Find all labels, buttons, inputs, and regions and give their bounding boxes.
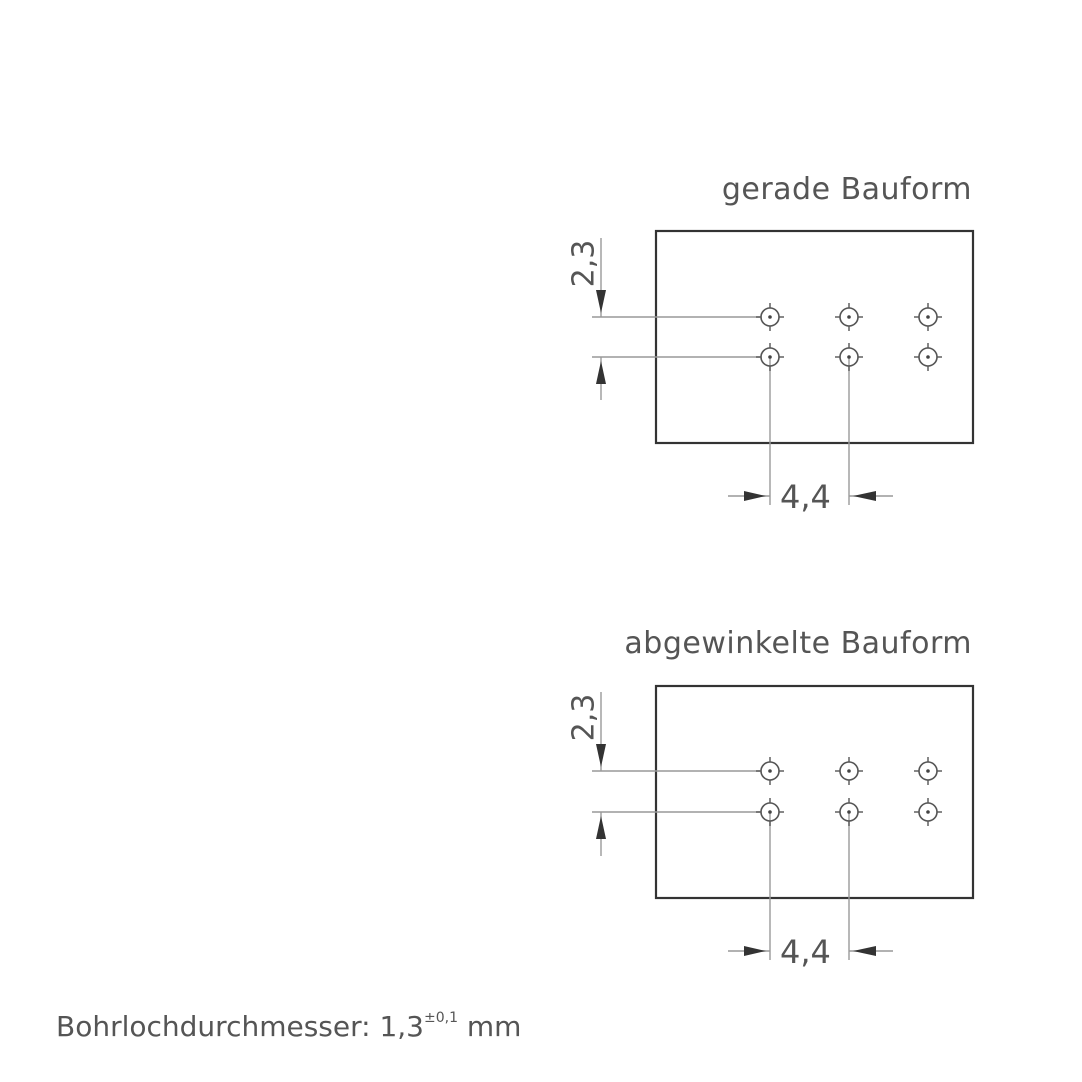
footnote-label: Bohrlochdurchmesser: 1,3: [56, 1010, 424, 1043]
hole-icon: [755, 756, 785, 786]
hole-icon: [913, 797, 943, 827]
drill-hole-diameter-note: Bohrlochdurchmesser: 1,3±0,1 mm: [56, 1010, 521, 1043]
footnote-tolerance: ±0,1: [424, 1010, 458, 1026]
hole-icon: [834, 756, 864, 786]
hole-icon: [755, 797, 785, 827]
diagram-title-straight: gerade Bauform: [721, 172, 972, 207]
footnote-unit: mm: [458, 1010, 522, 1043]
hole-icon: [834, 342, 864, 372]
hole-icon: [834, 797, 864, 827]
dim-vertical-angled: 2,3: [566, 693, 602, 742]
dim-vertical-straight: 2,3: [566, 239, 602, 288]
hole-icon: [913, 756, 943, 786]
hole-icon: [913, 302, 943, 332]
hole-icon: [755, 302, 785, 332]
hole-icon: [913, 342, 943, 372]
diagram-angled: [592, 684, 975, 960]
housing-outline: [654, 229, 975, 445]
diagram-title-angled: abgewinkelte Bauform: [624, 626, 972, 661]
housing-outline: [654, 684, 975, 900]
diagram-straight: [592, 229, 975, 505]
dim-horizontal-straight: 4,4: [780, 478, 831, 516]
dim-horizontal-angled: 4,4: [780, 933, 831, 971]
hole-icon: [755, 342, 785, 372]
hole-icon: [834, 302, 864, 332]
